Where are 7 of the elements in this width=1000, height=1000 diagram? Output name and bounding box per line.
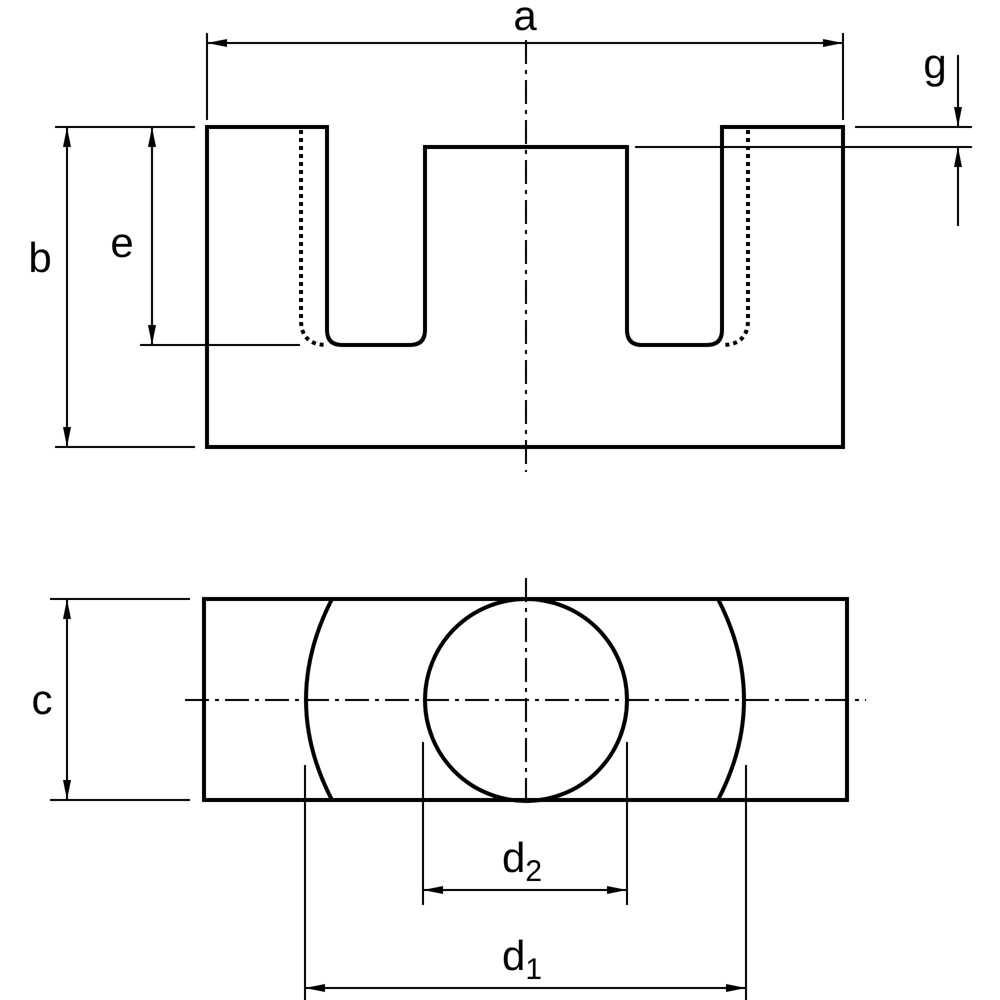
dimension-label: e bbox=[110, 222, 134, 264]
dimension-label: c bbox=[32, 679, 52, 721]
dimension-label: g bbox=[923, 43, 947, 85]
dimension-label: a bbox=[513, 0, 537, 37]
dimension-label: b bbox=[28, 237, 52, 279]
dimension-label: d$_{1}$ bbox=[502, 935, 542, 985]
dimension-label: d$_{2}$ bbox=[502, 837, 542, 887]
